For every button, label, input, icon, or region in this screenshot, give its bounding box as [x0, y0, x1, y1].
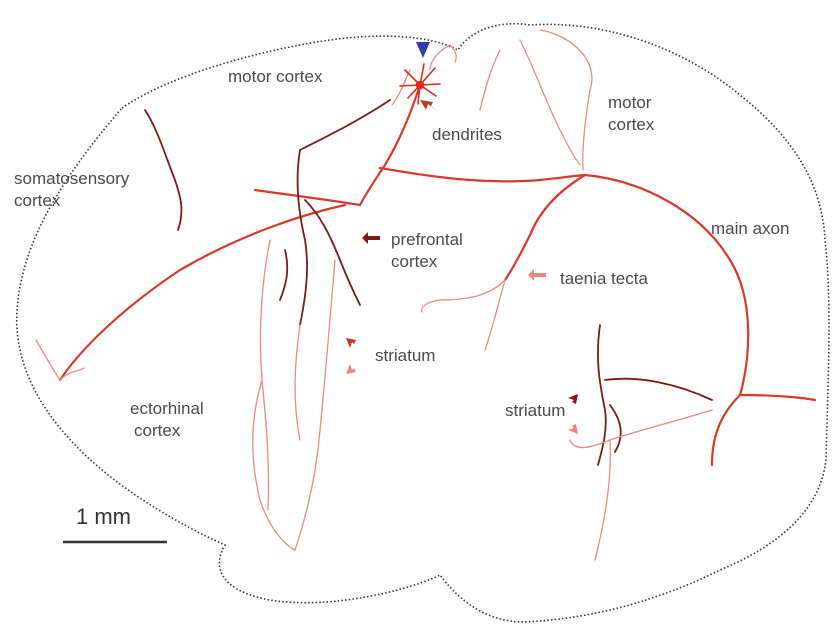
arrow-icon [346, 362, 360, 374]
label-striatum-left: striatum [375, 345, 435, 367]
arrow-icon [528, 269, 546, 281]
label-prefrontal-line2: cortex [391, 251, 463, 273]
label-somatosensory-line1: somatosensory [14, 168, 129, 190]
label-ectorhinal-line2: cortex [130, 420, 204, 442]
label-ectorhinal-cortex: ectorhinal cortex [130, 398, 204, 442]
label-somatosensory-line2: cortex [14, 190, 129, 212]
label-prefrontal-cortex: prefrontal cortex [391, 229, 463, 273]
scale-bar-label: 1 mm [76, 506, 131, 528]
soma-dendrites [400, 64, 440, 104]
arrow-icon [566, 420, 578, 434]
label-prefrontal-line1: prefrontal [391, 229, 463, 251]
arrow-icon [566, 394, 578, 408]
label-motor-cortex-right-line2: cortex [608, 114, 654, 136]
label-striatum-right: striatum [505, 400, 565, 422]
label-motor-cortex-right-line1: motor [608, 92, 654, 114]
label-somatosensory-cortex: somatosensory cortex [14, 168, 129, 212]
arrow-icon [420, 100, 438, 112]
label-taenia-tecta: taenia tecta [560, 268, 648, 290]
label-ectorhinal-line1: ectorhinal [130, 398, 204, 420]
blue-triangle-marker-icon [416, 42, 430, 58]
label-dendrites: dendrites [432, 124, 502, 146]
label-motor-cortex-left: motor cortex [228, 66, 322, 88]
brain-section-outline [17, 24, 829, 622]
arrow-icon [362, 232, 380, 244]
label-main-axon: main axon [711, 218, 789, 240]
label-motor-cortex-right: motor cortex [608, 92, 654, 136]
arrow-icon [346, 338, 360, 350]
